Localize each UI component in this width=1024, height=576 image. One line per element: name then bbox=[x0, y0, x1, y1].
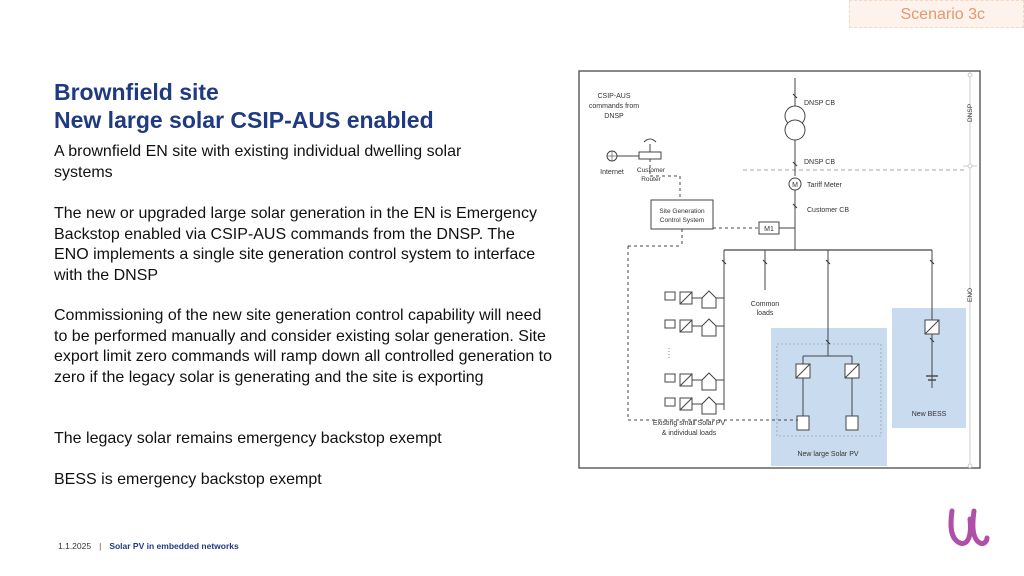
m1-label: M1 bbox=[764, 226, 774, 233]
router-label-line-1: Customer bbox=[637, 167, 666, 174]
csip-label-line-2: commands from bbox=[589, 103, 639, 110]
title-line-1: Brownfield site bbox=[54, 79, 219, 105]
router-icon bbox=[638, 151, 662, 160]
customer-cb-label: Customer CB bbox=[807, 207, 849, 214]
csip-label-line-3: DNSP bbox=[604, 113, 624, 120]
existing-pv-dwellings bbox=[664, 290, 724, 415]
csip-label-line-1: CSIP-AUS bbox=[597, 93, 630, 100]
dnsp-cb-top-label: DNSP CB bbox=[804, 100, 835, 107]
existing-pv-label-line-1: Existing small Solar PV bbox=[653, 420, 726, 427]
tariff-meter-label: Tariff Meter bbox=[807, 182, 843, 189]
paragraph-commissioning: Commissioning of the new site generation… bbox=[54, 307, 552, 386]
page-title: Brownfield site New large solar CSIP-AUS… bbox=[54, 78, 434, 134]
brand-logo bbox=[948, 508, 990, 546]
footer-separator: | bbox=[99, 541, 102, 551]
footer: 1.1.2025 | Solar PV in embedded networks bbox=[58, 541, 239, 551]
common-loads-label-line-1: Common bbox=[751, 301, 780, 308]
footer-date: 1.1.2025 bbox=[58, 541, 92, 551]
dnsp-cb-lower-label: DNSP CB bbox=[804, 159, 835, 166]
title-line-2: New large solar CSIP-AUS enabled bbox=[54, 107, 434, 133]
internet-label: Internet bbox=[600, 169, 624, 176]
network-diagram: CSIP-AUS commands from DNSP DNSP CB DNSP… bbox=[578, 70, 981, 469]
site-generation-control-box bbox=[650, 199, 714, 230]
new-bess-system bbox=[924, 319, 940, 388]
footer-title: Solar PV in embedded networks bbox=[109, 541, 239, 551]
new-large-pv-system bbox=[795, 355, 860, 431]
paragraph-csip: The new or upgraded large solar generati… bbox=[54, 205, 537, 284]
paragraph-intro: A brownfield EN site with existing indiv… bbox=[54, 143, 462, 181]
scenario-label: Scenario 3c bbox=[849, 0, 1024, 28]
new-large-pv-label: New large Solar PV bbox=[797, 451, 858, 458]
dnsp-side-label: DNSP bbox=[967, 104, 974, 122]
new-bess-label: New BESS bbox=[912, 411, 947, 418]
common-loads-label-line-2: loads bbox=[757, 310, 774, 317]
eno-side-label: ENO bbox=[967, 288, 974, 302]
paragraph-legacy: The legacy solar remains emergency backs… bbox=[54, 430, 442, 447]
paragraph-bess: BESS is emergency backstop exempt bbox=[54, 471, 322, 488]
meter-symbol: M bbox=[792, 182, 798, 189]
new-large-pv-panel bbox=[771, 328, 887, 466]
site-gen-label-line-2: Control System bbox=[660, 217, 704, 224]
site-gen-label-line-1: Site Generation bbox=[659, 208, 705, 215]
router-label-line-2: Router bbox=[641, 176, 661, 183]
existing-pv-label-line-2: & individual loads bbox=[662, 430, 717, 437]
